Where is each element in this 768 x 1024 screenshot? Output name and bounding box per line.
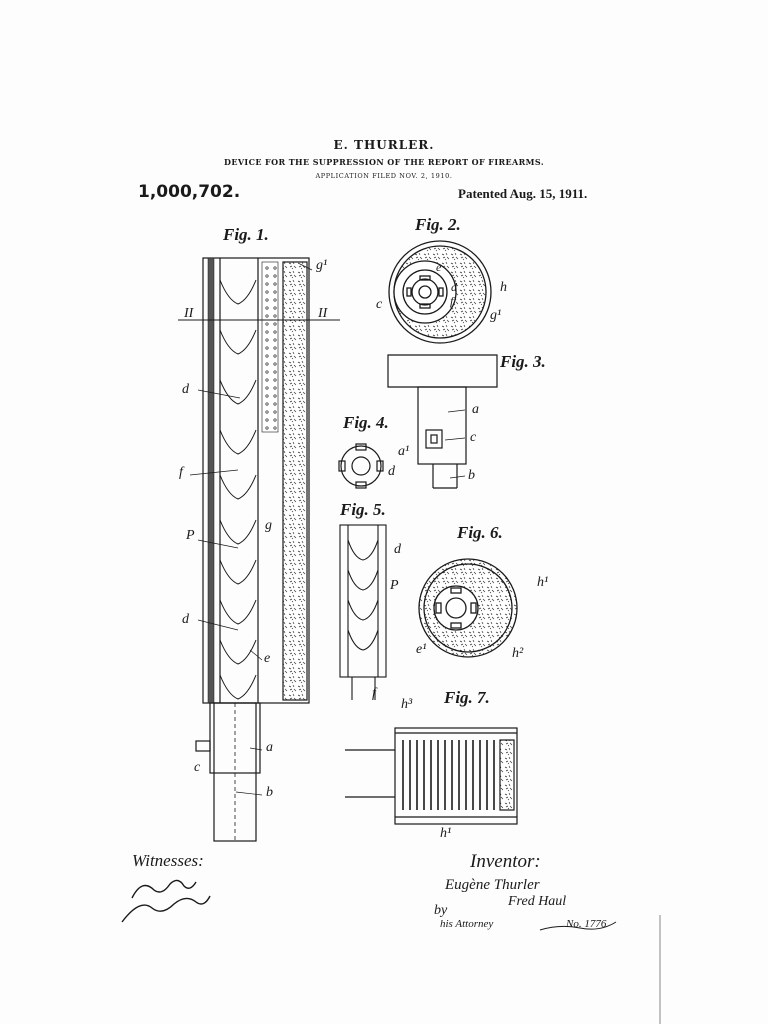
fig3-title: Fig. 3. (500, 352, 546, 371)
fig2-label-h: h (500, 280, 507, 295)
witness-signatures (121, 879, 211, 923)
fig6-title: Fig. 6. (457, 523, 503, 542)
label-g: g (265, 518, 272, 533)
label-a: a (266, 740, 273, 755)
inventor-label: Inventor: (470, 851, 541, 872)
fig4-drawing (338, 443, 384, 489)
fig7-label-h1: h¹ (440, 826, 452, 841)
attorney-signature: Fred Haul (508, 894, 567, 909)
fig2-label-c: c (376, 297, 383, 312)
fig2-title: Fig. 2. (415, 215, 461, 234)
fig7-title: Fig. 7. (444, 688, 490, 707)
fig3-label-a1: a¹ (398, 444, 410, 459)
inventor-name: Eugène Thurler (445, 877, 540, 893)
label-d-lower: d (182, 612, 189, 627)
fig1-title: Fig. 1. (223, 225, 269, 244)
fig3-label-b: b (468, 468, 475, 483)
fig1-drawing (178, 257, 340, 842)
fig2-drawing (388, 240, 492, 344)
fig5-label-d: d (394, 542, 401, 557)
fig5-title: Fig. 5. (340, 500, 386, 519)
serial-number: No. 1776 (566, 918, 607, 930)
fig4-label-d: d (388, 464, 395, 479)
fig2-label-d: d (451, 280, 457, 294)
label-g1: g¹ (316, 258, 328, 273)
fig6-label-h1: h¹ (537, 575, 549, 590)
label-e: e (264, 651, 271, 666)
fig5-label-P: P (390, 578, 399, 593)
fig3-label-a: a (472, 402, 479, 417)
fig2-label-e: e (436, 260, 442, 274)
by-label: by (434, 903, 448, 918)
witnesses-label: Witnesses: (132, 851, 204, 870)
fig5-label-f: f (372, 686, 376, 701)
label-II-left: II (184, 306, 194, 321)
patent-date: Patented Aug. 15, 1911. (458, 186, 588, 201)
inventor-heading: E. THURLER. (333, 138, 435, 152)
fig3-label-c: c (470, 430, 477, 445)
patent-title: DEVICE FOR THE SUPPRESSION OF THE REPORT… (223, 157, 545, 167)
fig6-label-h2: h² (512, 646, 524, 661)
application-filed: APPLICATION FILED NOV. 2, 1910. (315, 172, 453, 180)
label-b: b (266, 785, 273, 800)
patent-number: 1,000,702. (138, 182, 241, 202)
fig5-drawing (339, 524, 387, 700)
inventor-signature-flourish (539, 921, 617, 931)
fig6-drawing (418, 558, 518, 658)
label-f: f (179, 465, 183, 480)
fig3-drawing (387, 354, 498, 489)
fig7-drawing (345, 727, 518, 825)
fig6-label-e1: e¹ (416, 642, 427, 657)
fig7-label-h3: h³ (401, 697, 413, 712)
fig2-label-f: f (450, 294, 454, 308)
fig2-label-g1: g¹ (490, 308, 502, 323)
label-d-upper: d (182, 382, 189, 397)
fig4-title: Fig. 4. (343, 413, 389, 432)
attorney-label: his Attorney (440, 918, 494, 930)
label-c: c (194, 760, 201, 775)
label-II-right: II (318, 306, 328, 321)
label-P: P (186, 528, 195, 543)
